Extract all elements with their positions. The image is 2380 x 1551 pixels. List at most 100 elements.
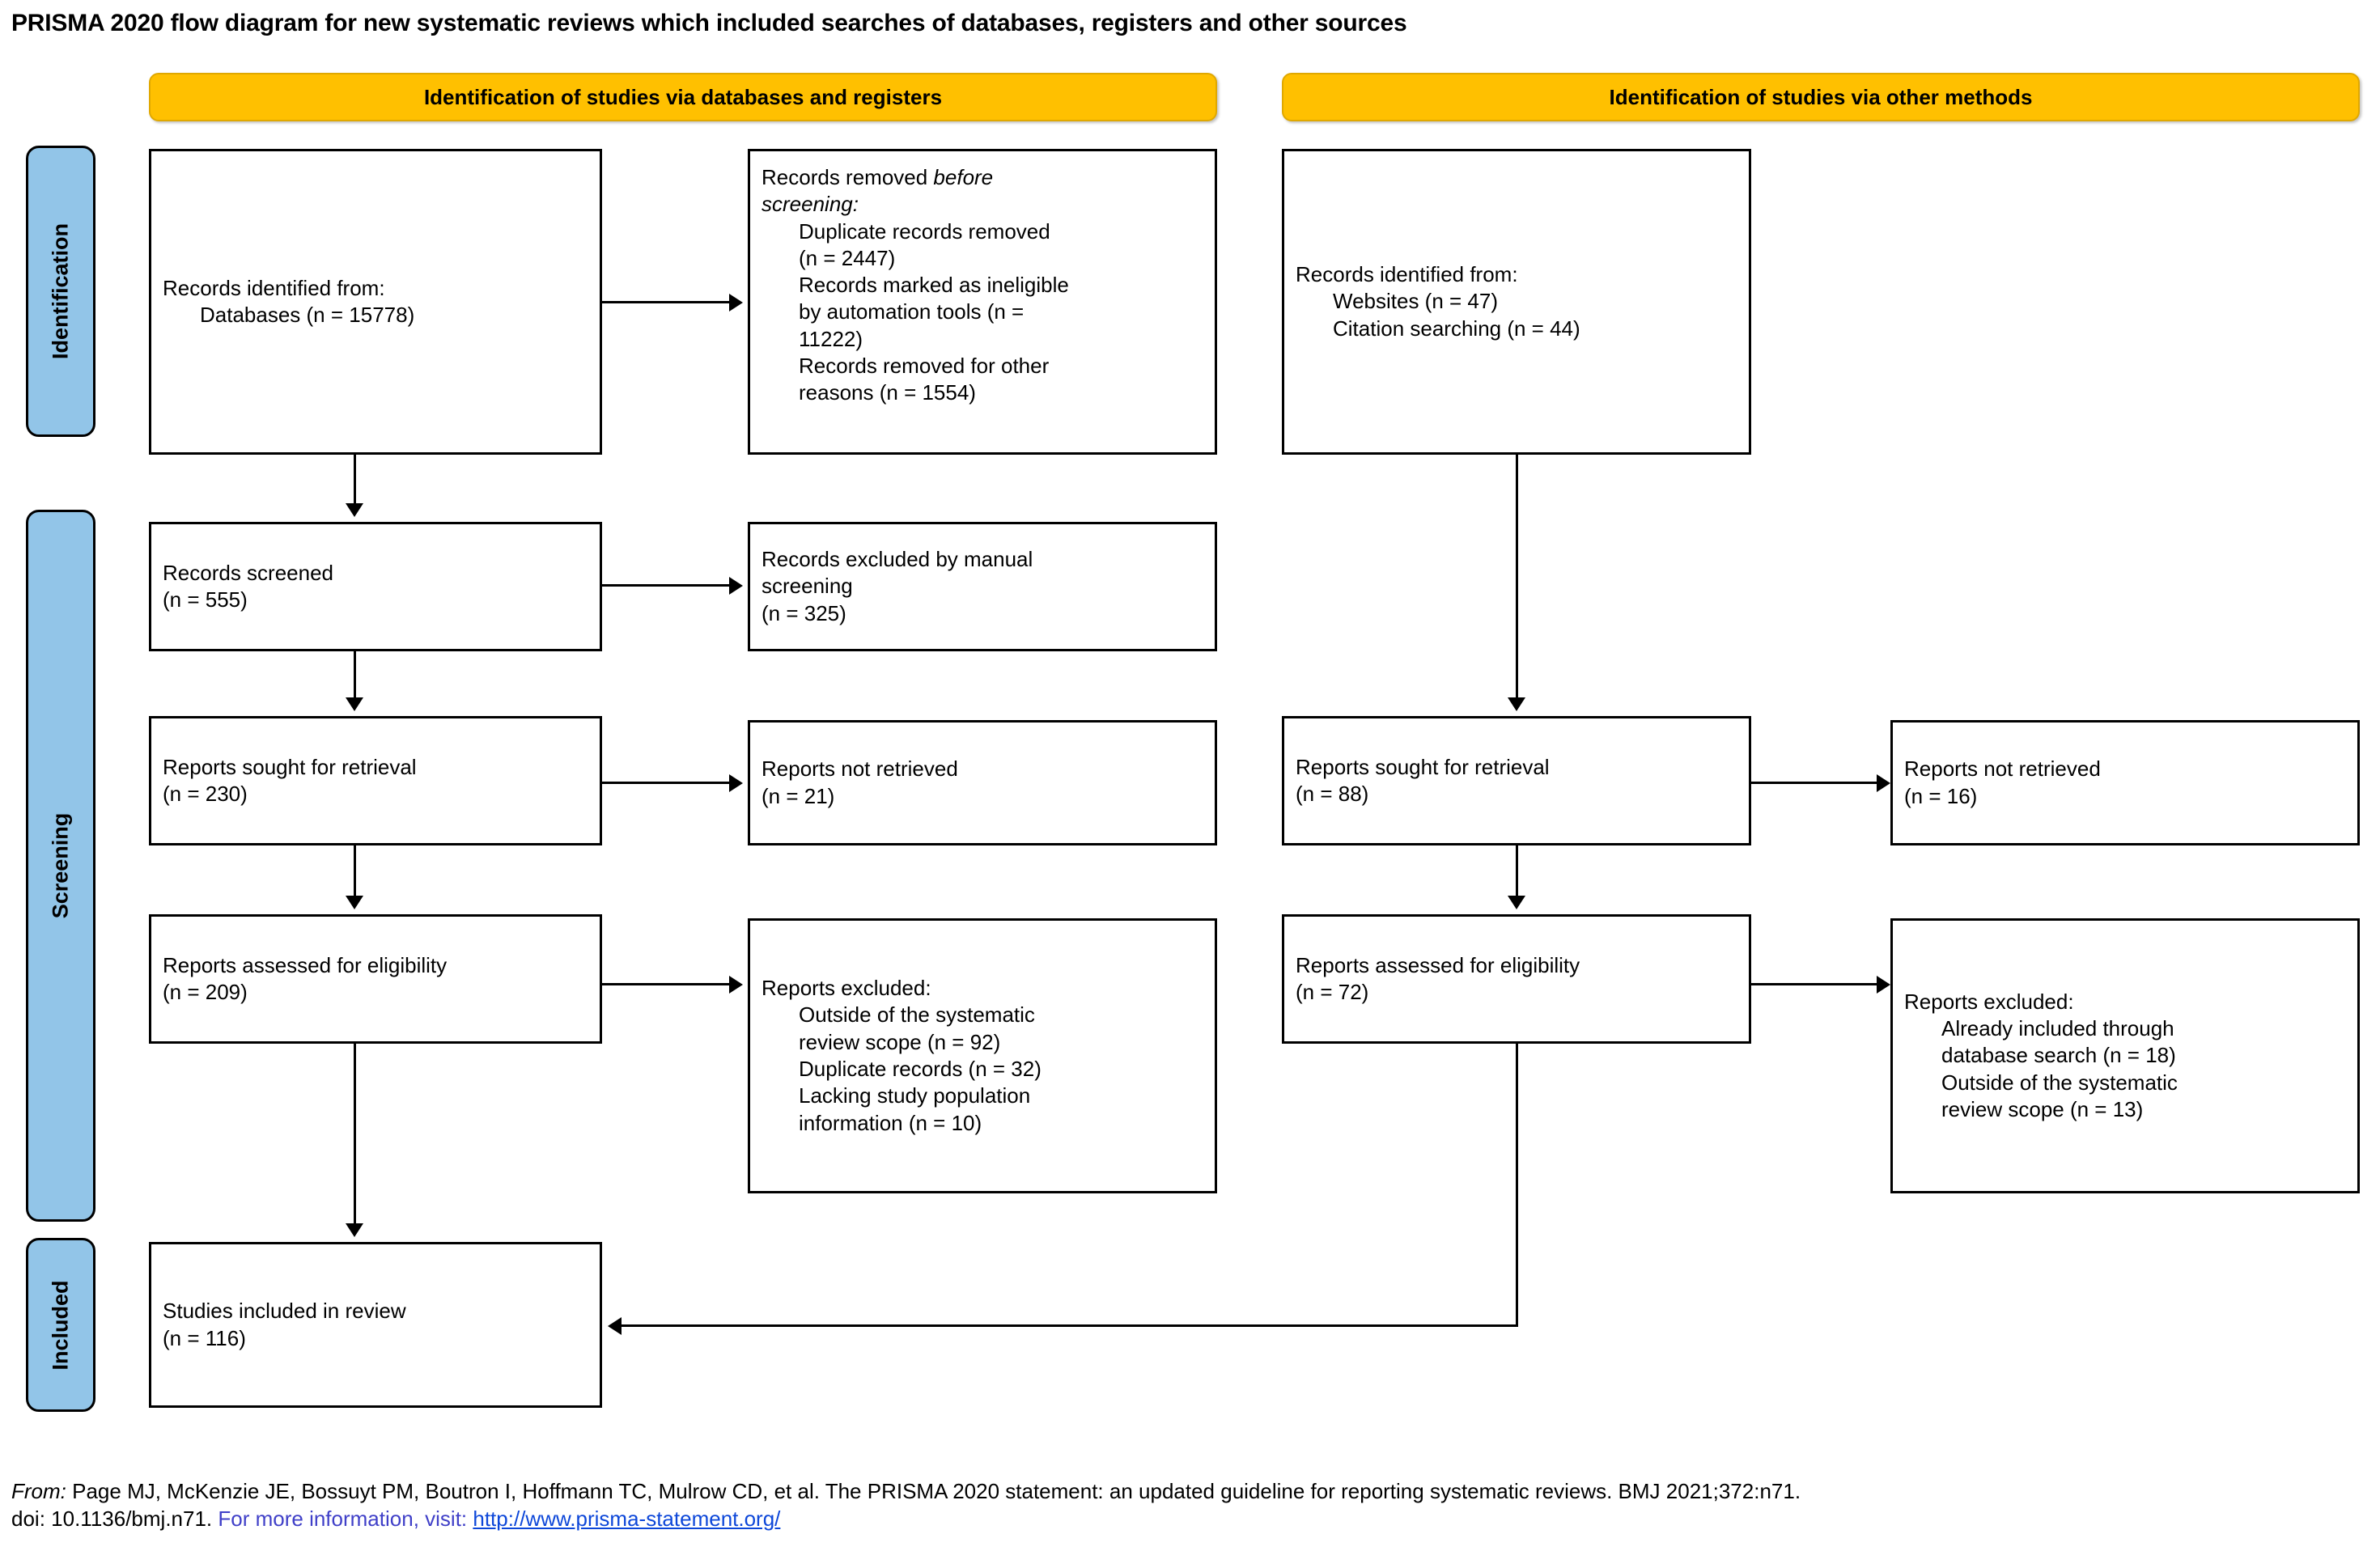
box-line: Reports excluded: [762, 976, 931, 1001]
connector-line [354, 455, 356, 503]
box-line: Reports not retrieved [762, 756, 958, 782]
box-line: (n = 209) [163, 980, 248, 1004]
stage-label-included: Included [48, 1279, 73, 1371]
stage-label-screening: Screening [48, 812, 73, 919]
box-reports-excluded-databases: Reports excluded: Outside of the systema… [748, 918, 1217, 1193]
footer-citation: From: Page MJ, McKenzie JE, Bossuyt PM, … [11, 1477, 2358, 1533]
box-line: Databases (n = 15778) [200, 303, 415, 327]
connector-line [622, 1324, 1518, 1327]
box-line: information (n = 10) [799, 1110, 982, 1135]
stage-bar-included: Included [26, 1238, 95, 1412]
box-line: (n = 88) [1296, 782, 1369, 806]
box-line: Reports not retrieved [1904, 756, 2101, 782]
prisma-statement-link[interactable]: http://www.prisma-statement.org/ [473, 1507, 781, 1532]
box-line: Studies included in review [163, 1299, 406, 1324]
connector-arrow-down [346, 503, 363, 517]
box-reports-sought-databases: Reports sought for retrieval (n = 230) [149, 716, 602, 845]
box-line: database search (n = 18) [1941, 1043, 2176, 1068]
box-line: (n = 2447) [799, 245, 896, 270]
connector-arrow-right [729, 577, 743, 595]
box-reports-not-retrieved-databases: Reports not retrieved (n = 21) [748, 720, 1217, 845]
stage-bar-screening: Screening [26, 510, 95, 1222]
connector-arrow-down [346, 896, 363, 909]
connector-line [1516, 1044, 1518, 1327]
box-line: Records removed for other [799, 353, 1050, 378]
connector-line [1516, 845, 1518, 896]
connector-arrow-right [1877, 976, 1890, 994]
page-title: PRISMA 2020 flow diagram for new systema… [11, 10, 1407, 36]
connector-line [602, 782, 729, 784]
connector-line [602, 584, 729, 587]
box-line: Websites (n = 47) [1333, 289, 1499, 314]
footer-citation-text: Page MJ, McKenzie JE, Bossuyt PM, Boutro… [72, 1479, 1801, 1503]
connector-arrow-down [346, 1223, 363, 1237]
box-reports-excluded-other: Reports excluded: Already included throu… [1890, 918, 2360, 1193]
box-line: Reports sought for retrieval [163, 754, 417, 779]
emphasis-before: before [933, 165, 994, 189]
connector-arrow-right [729, 976, 743, 994]
box-line: Duplicate records removed [799, 218, 1050, 244]
connector-arrow-right [729, 294, 743, 311]
box-reports-not-retrieved-other: Reports not retrieved (n = 16) [1890, 720, 2360, 845]
box-records-identified-other: Records identified from: Websites (n = 4… [1282, 149, 1751, 455]
connector-arrow-left [608, 1317, 622, 1335]
box-line: Reports assessed for eligibility [163, 952, 448, 977]
box-line: Records marked as ineligible [799, 273, 1069, 298]
connector-line [1751, 983, 1877, 985]
footer-info-text: For more information, visit: [218, 1507, 468, 1532]
box-line: Records removed before [762, 165, 994, 189]
box-reports-assessed-other: Reports assessed for eligibility (n = 72… [1282, 914, 1751, 1044]
box-reports-assessed-databases: Reports assessed for eligibility (n = 20… [149, 914, 602, 1044]
connector-line [354, 845, 356, 896]
box-records-screened: Records screened (n = 555) [149, 522, 602, 651]
box-line: Citation searching (n = 44) [1333, 316, 1580, 341]
box-line: Records identified from: [163, 275, 385, 300]
footer-line-2: doi: 10.1136/bmj.n71. For more informati… [11, 1505, 2358, 1532]
box-line: Reports excluded: [1904, 989, 2074, 1014]
connector-line [1516, 455, 1518, 697]
box-line: Outside of the systematic [799, 1002, 1035, 1028]
connector-line [354, 1044, 356, 1223]
box-line: review scope (n = 13) [1941, 1096, 2144, 1121]
box-records-identified-databases: Records identified from: Databases (n = … [149, 149, 602, 455]
box-line: (n = 72) [1296, 980, 1369, 1004]
box-line: Records identified from: [1296, 262, 1518, 287]
connector-line [1751, 782, 1877, 784]
connector-line [602, 301, 729, 303]
box-line: (n = 325) [762, 600, 846, 625]
box-reports-sought-other: Reports sought for retrieval (n = 88) [1282, 716, 1751, 845]
box-line: by automation tools (n = [799, 299, 1025, 324]
stage-bar-identification: Identification [26, 146, 95, 437]
column-header-databases: Identification of studies via databases … [149, 73, 1217, 121]
connector-arrow-down [1508, 697, 1525, 711]
box-line: reasons (n = 1554) [799, 380, 976, 405]
box-records-excluded-manual: Records excluded by manual screening (n … [748, 522, 1217, 651]
box-line: Duplicate records (n = 32) [799, 1057, 1042, 1081]
box-line: (n = 230) [163, 782, 248, 806]
box-line: screening [762, 574, 853, 599]
box-line: review scope (n = 92) [799, 1029, 1001, 1054]
box-line: 11222) [799, 326, 863, 351]
footer-from-label: From: [11, 1479, 66, 1503]
box-line: (n = 116) [163, 1325, 246, 1350]
box-line: (n = 16) [1904, 783, 1978, 808]
connector-arrow-down [346, 697, 363, 711]
connector-arrow-down [1508, 896, 1525, 909]
connector-line [602, 983, 729, 985]
box-line: (n = 21) [762, 783, 835, 808]
box-records-removed-before-screening: Records removed before screening: Duplic… [748, 149, 1217, 455]
connector-arrow-right [729, 774, 743, 792]
box-line: Reports sought for retrieval [1296, 754, 1550, 779]
box-line: Records screened [163, 560, 333, 585]
box-line: Outside of the systematic [1941, 1070, 2178, 1095]
column-header-other-methods: Identification of studies via other meth… [1282, 73, 2360, 121]
footer-line-1: From: Page MJ, McKenzie JE, Bossuyt PM, … [11, 1477, 2358, 1505]
connector-arrow-right [1877, 774, 1890, 792]
box-line: (n = 555) [163, 587, 248, 612]
stage-label-identification: Identification [48, 223, 73, 359]
connector-line [354, 651, 356, 697]
box-line: Already included through [1941, 1016, 2174, 1041]
box-line: Lacking study population [799, 1083, 1031, 1108]
box-line: Reports assessed for eligibility [1296, 952, 1580, 977]
footer-doi: doi: 10.1136/bmj.n71. [11, 1507, 213, 1532]
